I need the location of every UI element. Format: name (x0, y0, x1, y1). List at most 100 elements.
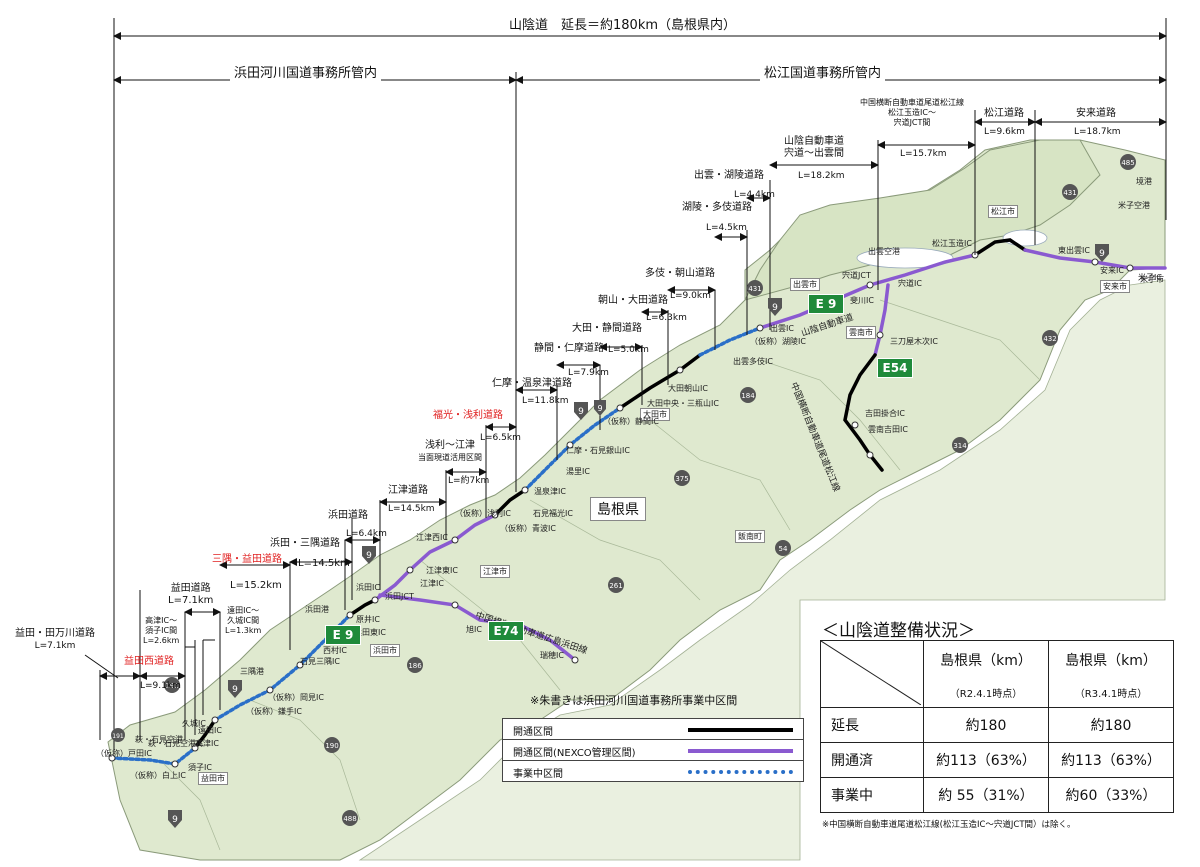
road-open (973, 238, 1027, 257)
table-col-header: 島根県（km） (1048, 640, 1174, 679)
ic-label: 温泉津IC (534, 487, 566, 496)
table-row: 延長 約180 約180 (820, 707, 1174, 743)
highway-badge-e74: E74 (488, 621, 524, 641)
svg-text:186: 186 (408, 662, 422, 670)
table-col-header: 島根県（km） (923, 640, 1049, 679)
hamada-office-label: 浜田河川国道事務所管内 (230, 62, 382, 81)
table-cell: 約180 (1048, 707, 1174, 743)
city-label: 飯南町 (735, 530, 765, 543)
segment-izumo-koryo: 出雲・湖陵道路 (694, 170, 764, 181)
ic-label: （仮称）浅利IC (455, 509, 511, 518)
route-shield: 9 (594, 400, 606, 416)
route-shield: 432 (1042, 330, 1058, 346)
ic-label: 松江玉造IC (932, 239, 972, 248)
segment-hamada-misumi-length: L=14.5km (298, 558, 350, 569)
road-open (193, 718, 217, 750)
ic-label: 西村IC (323, 646, 347, 655)
segment-koryo-taki: 湖陵・多伎道路 (682, 202, 752, 213)
legend-row-nexco: 開通区間(NEXCO管理区間) (503, 740, 803, 761)
segment-taki-asayama-length: L=9.0km (670, 291, 711, 301)
road-open (618, 353, 702, 410)
ic-label: 米子IC (1138, 273, 1162, 282)
neighbor-landmass (358, 279, 1166, 861)
table-footnote: ※中国横断自動車道尾道松江線(松江玉造IC～宍道JCT間）は除く。 (822, 820, 1076, 830)
city-label: 米子市 (1140, 275, 1164, 284)
status-table-title: ＜山陰道整備状況＞ (822, 621, 975, 641)
city-label: 松江市 (988, 205, 1018, 218)
port-label: 境港 (1136, 177, 1152, 186)
svg-text:314: 314 (953, 442, 967, 450)
segment-onomichi-length: L=15.7km (900, 149, 947, 159)
prefecture-label: 島根県 (590, 497, 646, 521)
route-shield: 191 (164, 677, 180, 693)
ic-label: 石見福光IC (533, 509, 573, 518)
segment-matsue-road: 松江道路 (984, 108, 1024, 119)
segment-yasugi-length: L=18.7km (1074, 127, 1121, 137)
city-label: 出雲市 (790, 278, 820, 291)
ic-label: （仮称）白上IC (130, 771, 186, 780)
ic-label: 浜田JCT (385, 592, 414, 601)
svg-text:9: 9 (366, 551, 372, 561)
road-dotted (698, 326, 762, 357)
table-cell: 約60（33%） (1048, 777, 1174, 813)
route-shield: 375 (674, 470, 690, 486)
ic-label: 遠田IC (198, 726, 222, 735)
route-shield: 9 (168, 810, 182, 828)
segment-length: L=7.1km (34, 641, 76, 651)
segment-taki-asayama: 多伎・朝山道路 (645, 268, 715, 279)
segment-masuda: 益田道路 L=7.1km (168, 583, 214, 606)
route-shield: 488 (342, 810, 358, 826)
airport-label: 米子空港 (1118, 201, 1150, 210)
ic-label: 江津東IC (426, 566, 458, 575)
route-shield: 261 (608, 577, 624, 593)
svg-text:9: 9 (597, 404, 602, 413)
ic-label: 出雲多伎IC (733, 357, 773, 366)
segment-sanin-expressway-length: L=18.2km (798, 171, 845, 181)
segment-matsue-road-length: L=9.6km (984, 127, 1025, 137)
ic-label: 旭IC (466, 625, 482, 634)
segment-hamada-length: L=6.4km (346, 529, 387, 539)
svg-text:485: 485 (1121, 159, 1134, 167)
ic-label: （仮称）鎌手IC (246, 707, 302, 716)
route-shield: 9 (362, 546, 376, 564)
matsue-office-label: 松江国道事務所管内 (760, 62, 886, 81)
table-cell: 約 55（31%） (923, 777, 1049, 813)
table-row-label: 事業中 (820, 777, 924, 813)
ic-label: 江津西IC (416, 533, 448, 542)
table-header-row: 島根県（km） 島根県（km） (820, 640, 1174, 708)
svg-text:9: 9 (172, 815, 178, 825)
ic-label: 斐川IC (850, 296, 874, 305)
svg-text:488: 488 (343, 815, 356, 823)
ic-label: 雲南吉田IC (868, 425, 908, 434)
ic-label: 浜田IC (356, 583, 380, 592)
dimension-lines (84, 18, 1167, 750)
segment-gotsu: 江津道路 (388, 485, 428, 496)
table-subheader-row: （R2.4.1時点） （R3.4.1時点） (821, 678, 1174, 709)
road-open (348, 598, 377, 617)
route-shield: 485 (1120, 154, 1136, 170)
ic-label: 高津IC (195, 739, 219, 748)
road-nexco (378, 593, 577, 662)
segment-fukumitsu-asari-length: L=6.5km (480, 433, 521, 443)
route-shield: 186 (407, 657, 423, 673)
segment-asari-gotsu: 浅利～江津 当面現道活用区間 (418, 440, 482, 462)
segment-name: 益田・田万川道路 (15, 628, 95, 639)
airport-label: 萩・石見空港 (135, 735, 183, 744)
legend-row-open: 開通区間 (503, 719, 803, 740)
table-cell: 約113（63%） (923, 742, 1049, 778)
total-length-title: 山陰道 延長＝約180km（島根県内） (505, 14, 741, 33)
route-shield: 314 (952, 437, 968, 453)
ic-label: 出雲IC (770, 324, 794, 333)
segment-hamada: 浜田道路 (328, 510, 368, 521)
ic-label: 大田中央・三瓶山IC (647, 399, 719, 408)
table-corner-cell (820, 640, 924, 708)
segment-takatsu-suko: 高津IC～ 須子IC間 L=2.6km (143, 616, 180, 645)
ic-label: 宍道IC (898, 279, 922, 288)
table-cell: 約113（63%） (1048, 742, 1174, 778)
segment-shizuma-nima: 静間・仁摩道路 (534, 343, 604, 354)
city-label: 大田市 (640, 408, 670, 421)
route-shield: 9 (768, 298, 782, 316)
road-nexco (873, 283, 890, 357)
route-shield: 54 (775, 540, 791, 556)
road-open (493, 488, 527, 517)
